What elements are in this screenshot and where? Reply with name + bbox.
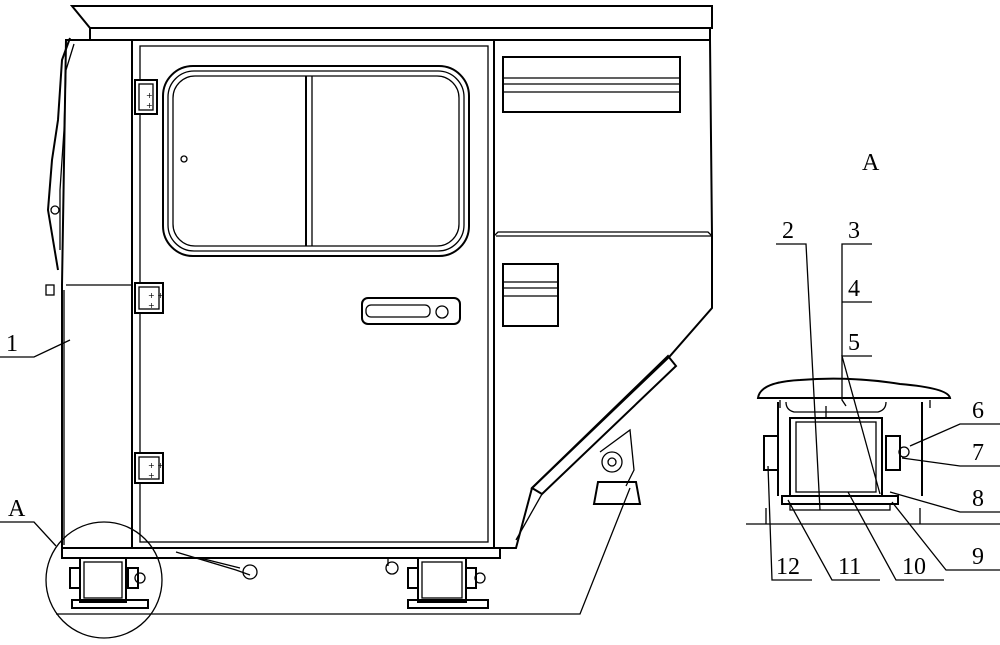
leader-11	[787, 499, 880, 581]
view-label-a-main: A	[8, 496, 26, 522]
detail-bolt-left	[763, 435, 779, 471]
leader-a	[0, 521, 57, 547]
leader-5	[841, 355, 881, 495]
svg-text:+ +: + +	[148, 291, 164, 300]
detail-block	[789, 417, 883, 497]
front-post	[61, 39, 133, 549]
door-outer	[131, 39, 495, 549]
detail-base-plate	[781, 495, 899, 505]
leader-6	[909, 423, 1000, 447]
svg-text:+: +	[148, 471, 155, 480]
callout-1: 1	[6, 331, 18, 357]
floor-frame	[61, 547, 501, 559]
detail-circle-a	[45, 521, 163, 639]
view-title-a: A	[862, 150, 880, 176]
door-window	[162, 65, 470, 257]
callout-9: 9	[972, 544, 984, 570]
detail-pad	[756, 377, 952, 399]
callout-12: 12	[776, 554, 800, 580]
callout-10: 10	[902, 554, 926, 580]
callout-7: 7	[972, 440, 984, 466]
hinge-middle: + + +	[134, 282, 164, 314]
leader-10	[847, 491, 944, 581]
callout-4: 4	[848, 276, 860, 302]
ground-line	[56, 487, 631, 615]
door-inner	[139, 45, 489, 543]
leader-12	[767, 465, 812, 581]
leader-9	[891, 501, 1000, 571]
rear-step	[530, 354, 678, 496]
door-handle	[361, 297, 461, 325]
rear-bracket	[592, 428, 642, 505]
detail-view-a	[746, 243, 1000, 581]
rear-mount	[407, 557, 489, 609]
callout-6: 6	[972, 398, 984, 424]
leader-7	[901, 457, 1000, 467]
hinge-top: + +	[134, 79, 158, 115]
leader-1	[0, 339, 71, 358]
callout-2: 2	[782, 218, 794, 244]
side-vent	[502, 263, 559, 327]
front-mount	[69, 557, 149, 609]
callout-11: 11	[838, 554, 861, 580]
detail-bolt-right	[885, 435, 901, 471]
wiper-arm	[46, 37, 71, 271]
pedal-linkage	[175, 551, 251, 576]
leader-3	[841, 243, 872, 407]
svg-text:+: +	[146, 91, 153, 100]
cab-elevation: + + + + + + + +	[0, 5, 713, 639]
leader-8	[889, 491, 1000, 513]
cab-roof	[69, 5, 713, 29]
svg-text:+: +	[148, 301, 155, 310]
hinge-bottom: + + +	[134, 452, 164, 484]
callout-8: 8	[972, 486, 984, 512]
callout-3: 3	[848, 218, 860, 244]
leader-2	[776, 243, 821, 511]
callout-5: 5	[848, 330, 860, 356]
svg-text:+ +: + +	[148, 461, 164, 470]
svg-text:+: +	[146, 101, 153, 110]
